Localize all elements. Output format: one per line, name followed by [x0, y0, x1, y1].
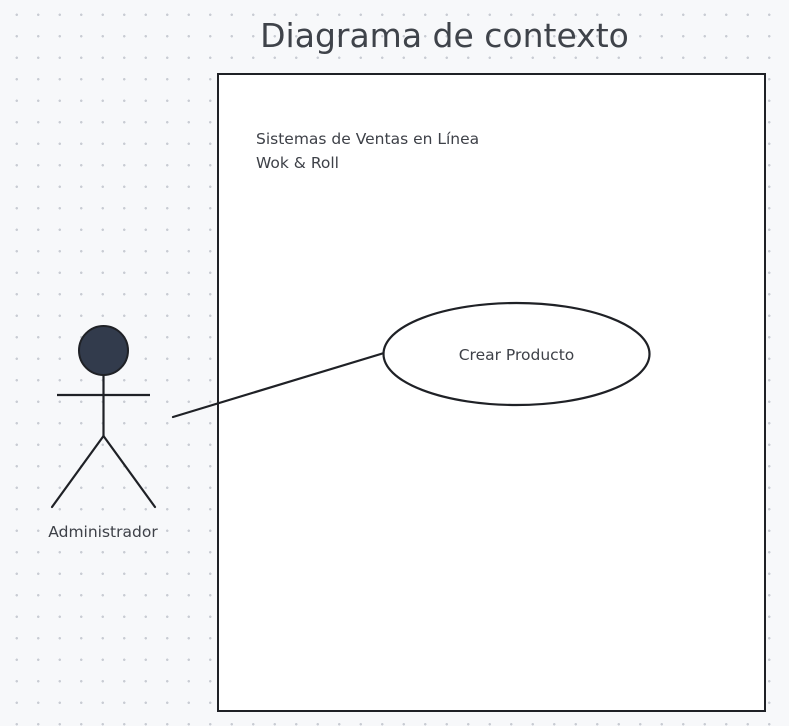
system-label-line-2: Wok & Roll: [256, 154, 339, 172]
diagram-title: Diagrama de contexto: [260, 16, 629, 55]
actor-figure[interactable]: [50, 325, 157, 509]
system-label: Sistemas de Ventas en Línea Wok & Roll: [256, 127, 479, 175]
system-label-line-1: Sistemas de Ventas en Línea: [256, 130, 480, 148]
actor-label: Administrador: [48, 523, 158, 541]
actor-head: [78, 325, 129, 376]
use-case-label: Crear Producto: [458, 346, 575, 364]
use-case-ellipse[interactable]: [382, 301, 651, 407]
actor-right-leg: [102, 434, 157, 509]
association-line[interactable]: [171, 351, 386, 419]
actor-left-leg: [50, 434, 105, 509]
